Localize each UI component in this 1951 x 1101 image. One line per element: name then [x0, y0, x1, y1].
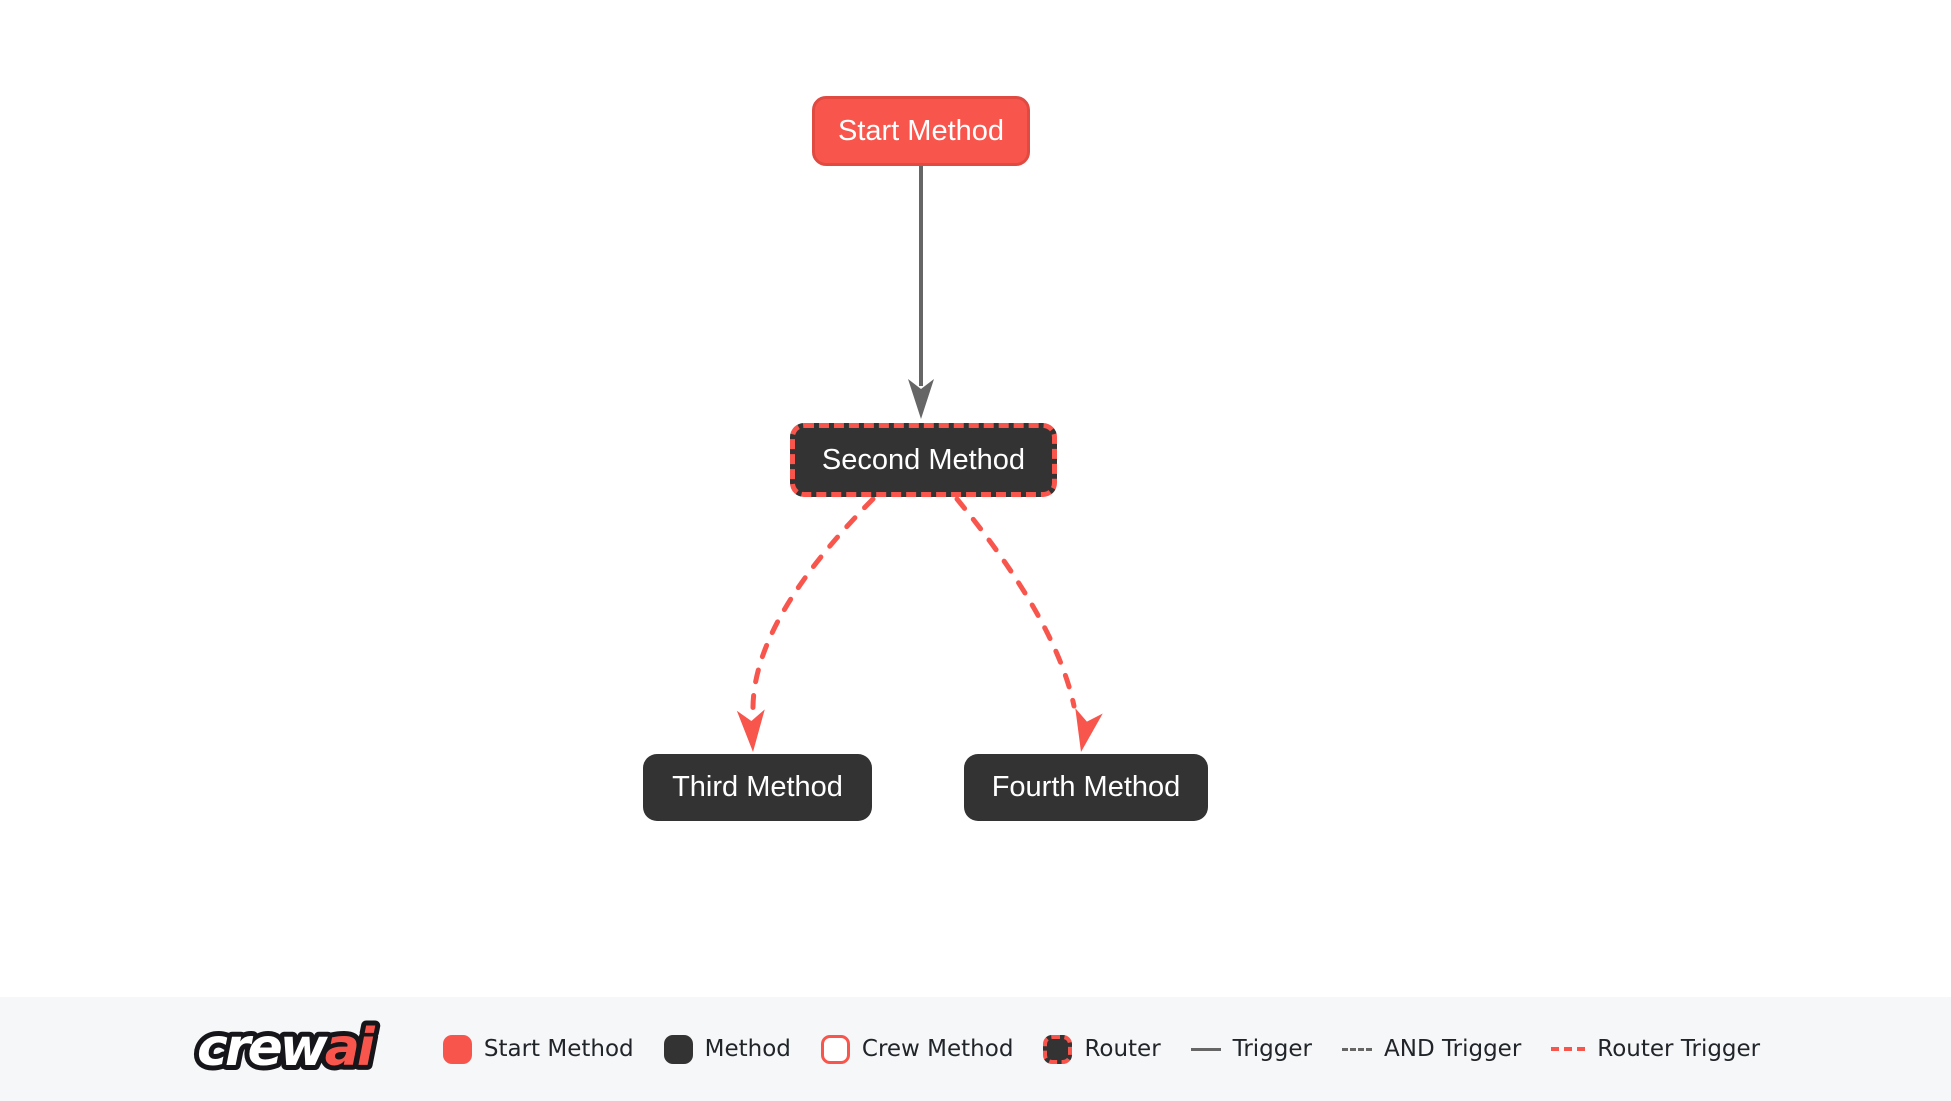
node-label: Start Method: [837, 114, 1005, 147]
svg-text:crewai: crewai: [197, 1018, 376, 1078]
trigger-arrowhead-icon: [908, 379, 934, 419]
legend-label: Router: [1084, 1036, 1161, 1062]
legend-bar: crewai crewai Start Method Method Crew M…: [0, 997, 1951, 1101]
legend-item-trigger: Trigger: [1190, 1036, 1312, 1062]
legend-item-and-trigger: AND Trigger: [1342, 1036, 1521, 1062]
legend-item-router-trigger: Router Trigger: [1551, 1036, 1760, 1062]
node-label: Third Method: [672, 771, 843, 803]
legend-item-crew-method: Crew Method: [820, 1034, 1014, 1064]
node-fourth-method[interactable]: Fourth Method: [964, 754, 1208, 821]
router-swatch-icon: [1043, 1034, 1073, 1064]
legend-item-start-method: Start Method: [442, 1034, 634, 1064]
legend-label: Trigger: [1232, 1036, 1312, 1062]
legend-label: Crew Method: [861, 1036, 1014, 1062]
node-second-method[interactable]: Second Method: [790, 423, 1057, 497]
legend-item-method: Method: [663, 1034, 791, 1064]
legend-label: Method: [704, 1036, 791, 1062]
node-start-method[interactable]: Start Method: [812, 96, 1030, 166]
start-method-swatch-icon: [442, 1034, 472, 1064]
trigger-line-icon: [1190, 1047, 1221, 1051]
node-label: Second Method: [821, 443, 1026, 476]
legend-label: Router Trigger: [1597, 1036, 1761, 1062]
router-trigger-arrowhead-right-icon: [1075, 708, 1103, 752]
router-trigger-edge-right: [954, 496, 1077, 709]
legend-label: Start Method: [483, 1036, 634, 1062]
node-label: Fourth Method: [991, 771, 1181, 803]
method-swatch-icon: [663, 1034, 693, 1064]
router-trigger-line-icon: [1551, 1047, 1586, 1051]
node-third-method[interactable]: Third Method: [643, 754, 872, 821]
legend-label: AND Trigger: [1384, 1036, 1522, 1062]
and-trigger-line-icon: [1342, 1047, 1372, 1051]
crewai-logo: crewai crewai: [192, 1016, 384, 1082]
router-trigger-edge-left: [750, 496, 876, 715]
router-trigger-arrowhead-left-icon: [736, 709, 765, 752]
crew-method-swatch-icon: [820, 1034, 850, 1064]
legend-item-router: Router: [1043, 1034, 1161, 1064]
